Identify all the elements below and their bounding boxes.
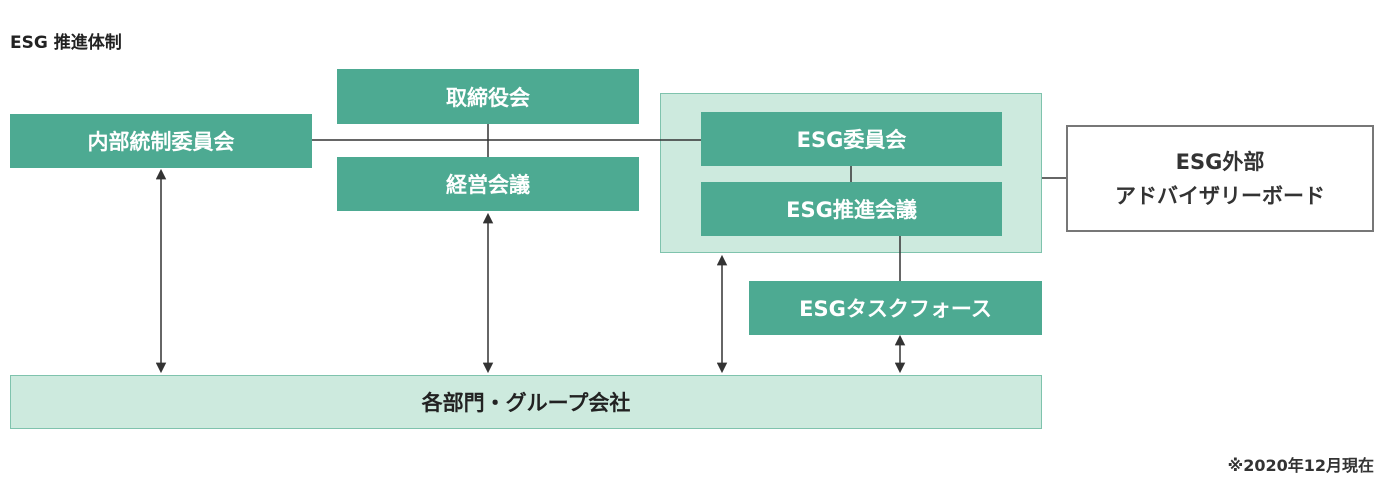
date-note: ※2020年12月現在 [1227,456,1374,475]
esg-task-force-box: ESGタスクフォース [749,281,1042,335]
esg-committee-box: ESG委員会 [701,112,1002,166]
diagram-title: ESG 推進体制 [10,33,122,53]
advisory-board-line1: ESG外部 [1175,149,1265,174]
departments-group-companies-box: 各部門・グループ会社 [10,375,1042,429]
management-meeting-box: 経営会議 [337,157,639,211]
internal-control-committee-box: 内部統制委員会 [10,114,312,168]
board-box: 取締役会 [337,69,639,124]
esg-promotion-meeting-box: ESG推進会議 [701,182,1002,236]
advisory-board-line2: アドバイザリーボード [1115,183,1325,208]
esg-advisory-board-box: ESG外部 アドバイザリーボード [1066,125,1374,232]
